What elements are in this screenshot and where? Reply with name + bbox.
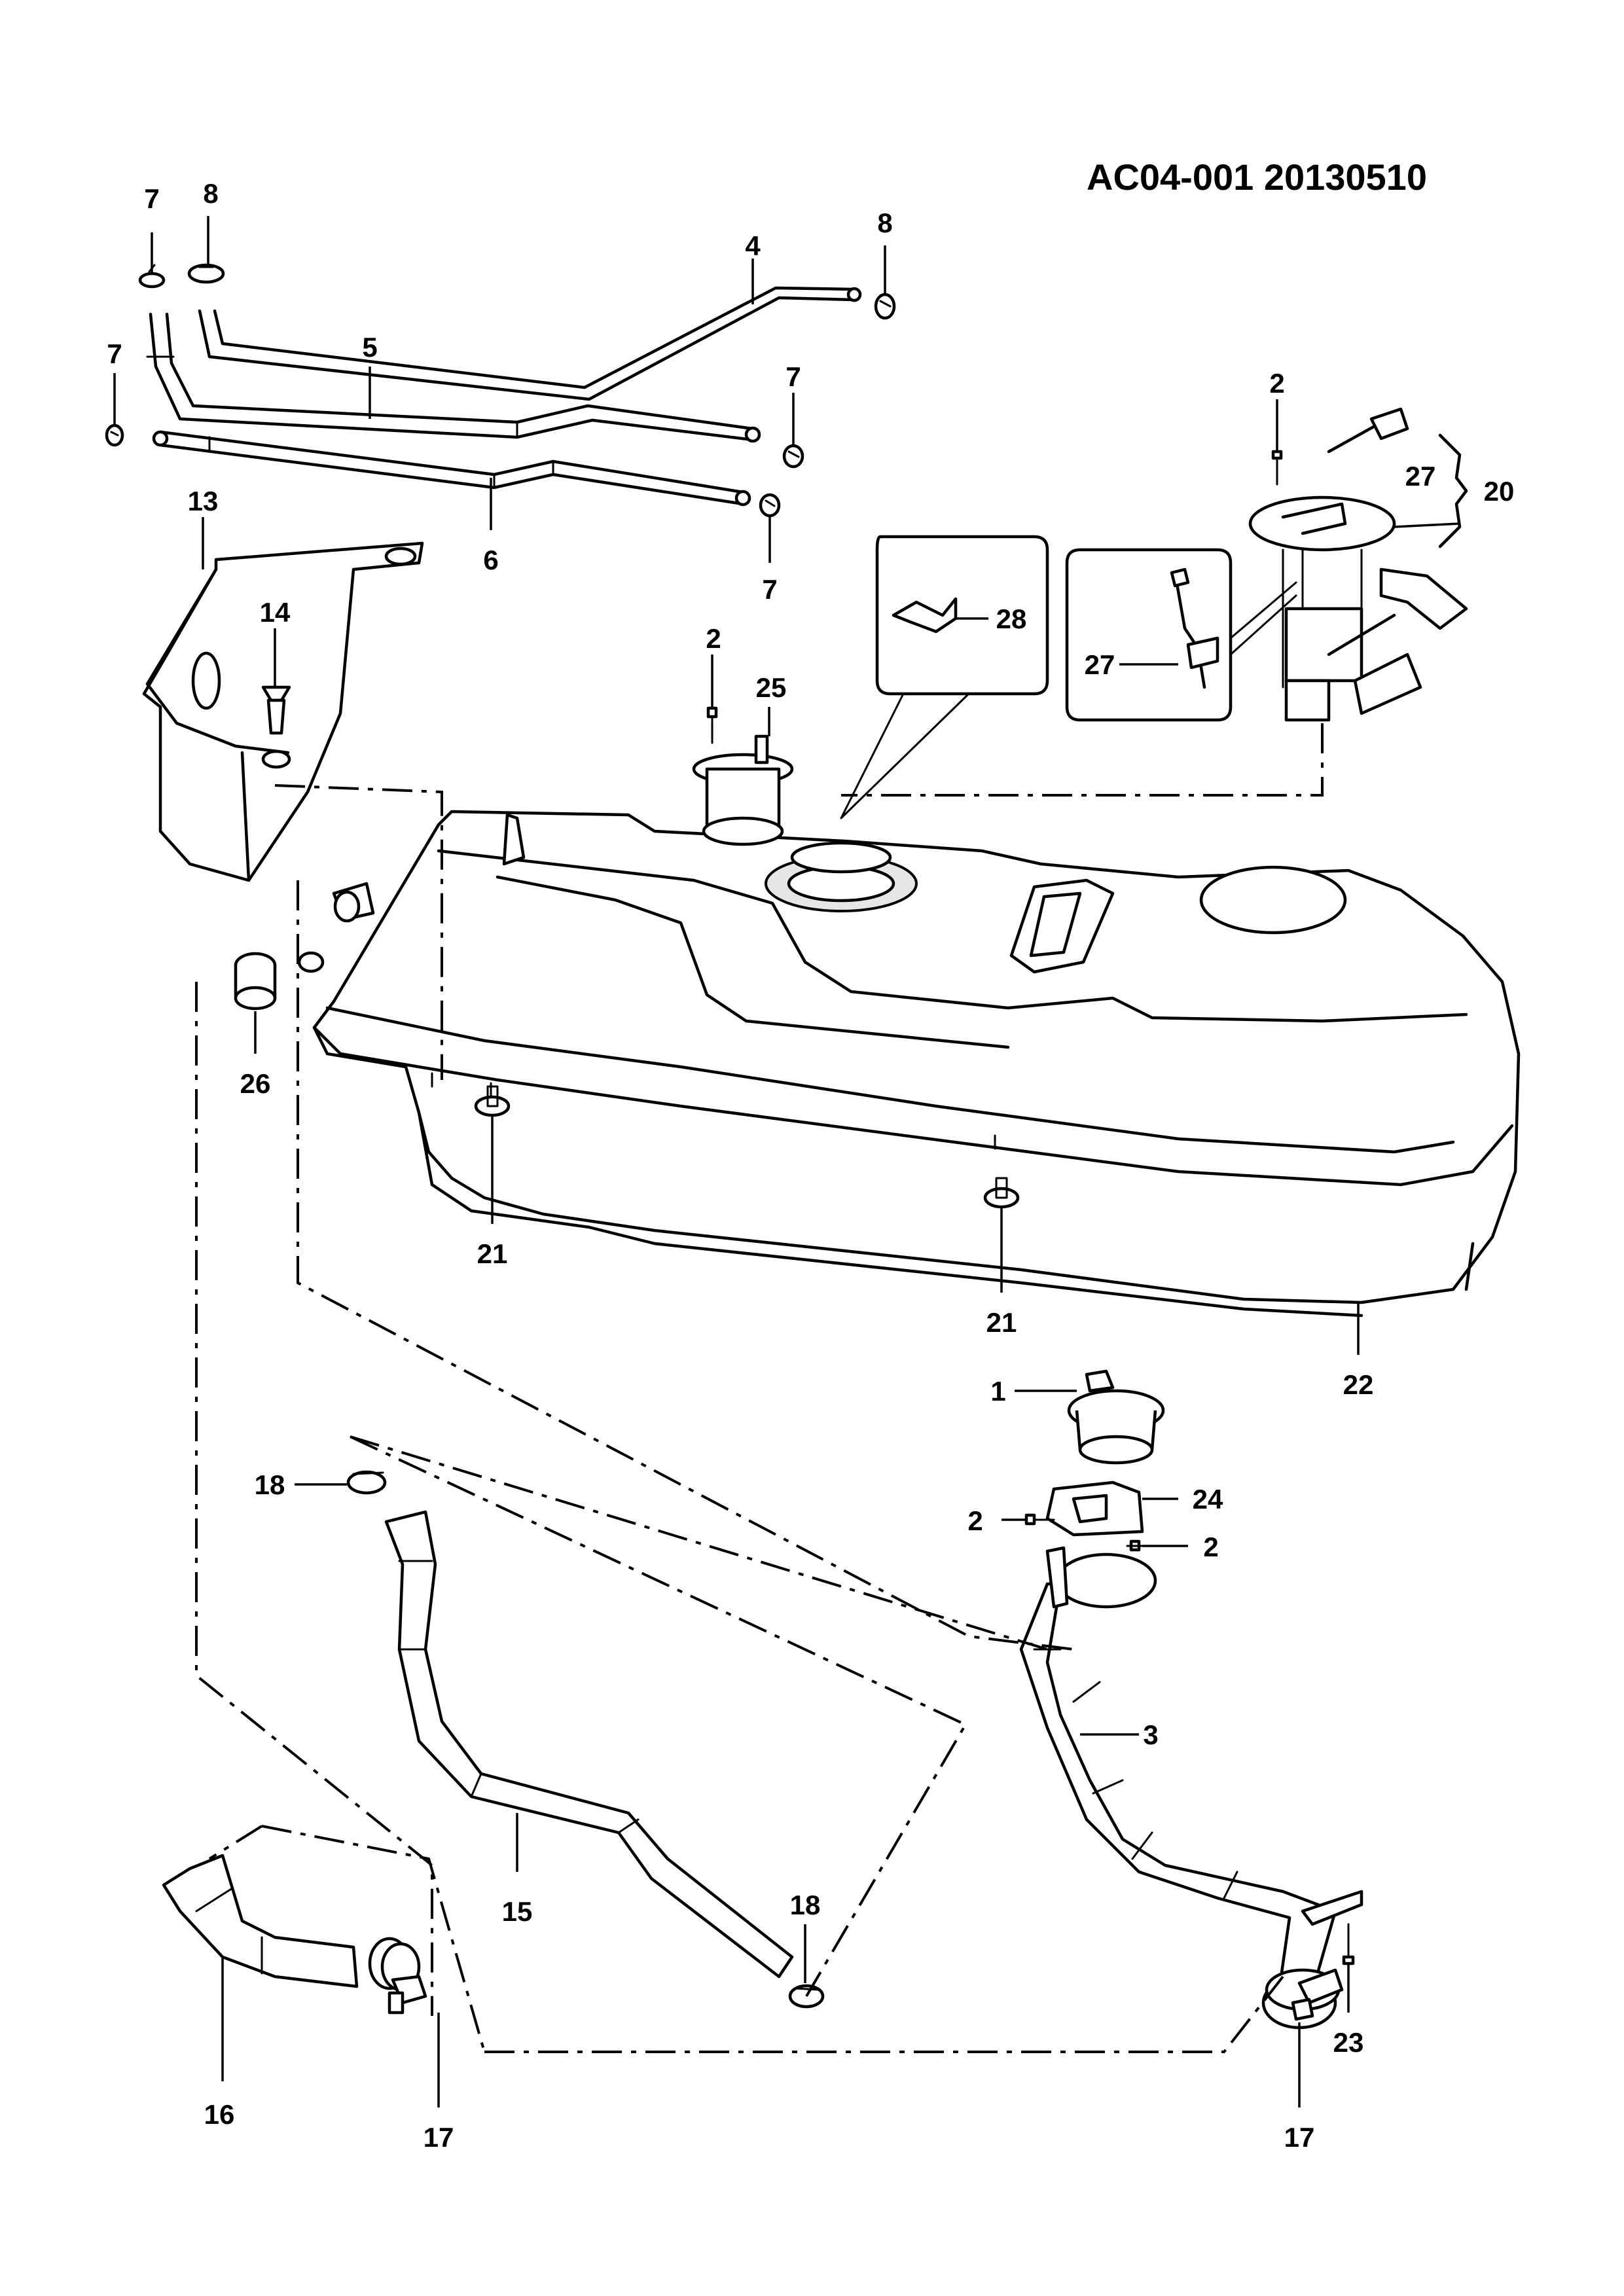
detail-box-27 (1065, 548, 1297, 722)
hose-16 (162, 1854, 359, 1988)
callout-23: 23 (1333, 2027, 1364, 2058)
callout-17-right: 17 (1284, 2122, 1315, 2153)
clamp-7-right-upper (782, 444, 804, 469)
hose-15 (384, 1510, 794, 1979)
clamp-7-right-lower (759, 493, 781, 518)
callout-25: 25 (756, 672, 787, 703)
screw-2-flange (706, 706, 718, 744)
bolt-23 (1342, 1923, 1355, 1965)
callout-20: 20 (1484, 476, 1515, 507)
callout-labels: 7 8 4 8 5 7 7 6 7 13 14 2 27 20 2 25 28 … (107, 178, 1514, 2153)
callout-2-neck-left: 2 (967, 1505, 983, 1536)
leader-lines (113, 216, 1460, 2108)
clamp-8-top-left (187, 263, 225, 284)
callout-7-right-upper: 7 (785, 361, 801, 392)
callout-27-detail: 27 (1085, 649, 1115, 680)
callout-16: 16 (204, 2099, 235, 2130)
callout-15: 15 (502, 1896, 533, 1927)
callout-21-left: 21 (477, 1238, 508, 1269)
clamp-17-left (368, 1937, 427, 2015)
filler-cap-1 (1067, 1369, 1165, 1465)
callout-26: 26 (240, 1068, 271, 1099)
callout-8-right: 8 (877, 207, 892, 238)
fuel-tank-22 (297, 810, 1521, 1318)
screw-2-pump (1271, 450, 1283, 486)
document-id: AC04-001 20130510 (1087, 156, 1427, 198)
detail-box-28 (840, 535, 1049, 819)
callout-3: 3 (1143, 1719, 1158, 1750)
callout-17-left: 17 (424, 2122, 454, 2153)
callout-4: 4 (745, 230, 761, 261)
callout-18-bottom: 18 (790, 1890, 821, 1920)
callout-2-flange: 2 (706, 623, 721, 654)
callout-7-left: 7 (107, 338, 122, 369)
fuel-pump-assembly-20 (1248, 407, 1468, 722)
callout-27-top: 27 (1405, 461, 1436, 492)
hose-5 (146, 312, 761, 443)
callout-7-top-left: 7 (144, 183, 159, 214)
callout-22: 22 (1343, 1369, 1374, 1400)
callout-28: 28 (996, 603, 1027, 634)
grommet-26 (234, 952, 277, 1011)
filler-neck-3 (1019, 1546, 1363, 2030)
pump-flange-25 (692, 734, 918, 912)
callout-24: 24 (1193, 1484, 1223, 1515)
pad-21-right (983, 1177, 1020, 1209)
hose-6 (152, 430, 751, 507)
callout-6: 6 (483, 545, 498, 575)
connection-lines (195, 723, 1324, 2053)
callout-21-right: 21 (986, 1307, 1017, 1338)
clamp-7-left (105, 423, 124, 447)
clamp-17-right (1265, 1968, 1344, 2021)
clamp-18-top (346, 1470, 387, 1495)
callout-18-top: 18 (255, 1469, 285, 1500)
screw-2-neck-right (1126, 1539, 1144, 1552)
bracket-20 (1438, 433, 1468, 548)
callout-7-right-lower: 7 (762, 574, 777, 605)
clamp-8-right (874, 293, 896, 320)
callout-5: 5 (362, 332, 377, 363)
clip-14 (261, 685, 291, 769)
hose-4 (198, 286, 862, 401)
callout-13: 13 (188, 486, 219, 516)
callout-2-neck-right: 2 (1203, 1532, 1218, 1562)
pad-21-left (474, 1085, 511, 1117)
callout-14: 14 (260, 597, 291, 628)
callout-8-top-left: 8 (203, 178, 218, 209)
gasket-24 (1045, 1480, 1144, 1537)
callout-1: 1 (990, 1376, 1005, 1407)
callout-2-pump: 2 (1269, 368, 1284, 399)
